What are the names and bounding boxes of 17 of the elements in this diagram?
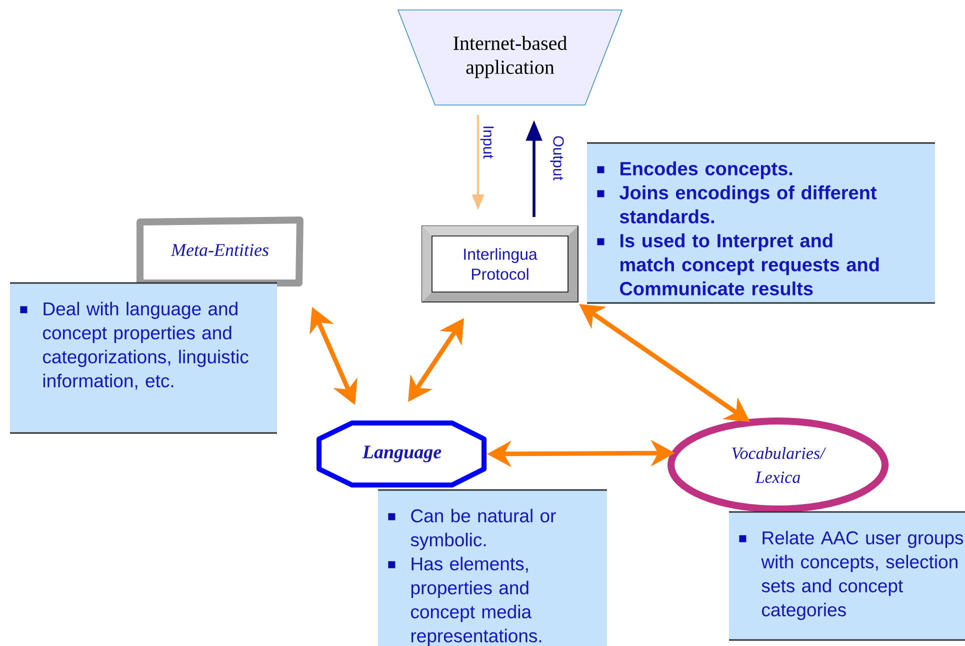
bullet-item: Joins encodings of different standards. xyxy=(597,185,877,224)
note-box xyxy=(729,511,965,641)
octagon-frame: Language xyxy=(316,420,486,488)
bullet-item: Relate AAC user groups with concepts, selection sets and concept categories xyxy=(739,530,964,620)
bullet-item: Deal with language and concept properties and categorizations, linguistic information, etc. xyxy=(20,302,248,390)
note-box xyxy=(378,489,607,646)
protocol-box: Interlingua Protocol xyxy=(422,226,578,302)
edge-label: Output xyxy=(550,136,564,180)
bullet-item: Encodes concepts. xyxy=(597,161,792,180)
note-box xyxy=(10,282,277,434)
bullet-item: Can be natural or symbolic. xyxy=(388,508,556,550)
bullet-item: Has elements, properties and concept media representations. xyxy=(388,556,542,646)
edge-label: Input xyxy=(480,126,494,159)
label-frame: Meta-Entities xyxy=(136,216,304,286)
note-box xyxy=(587,142,936,304)
bullet-item: Is used to Interpret and match concept requests and Communicate results xyxy=(597,233,879,296)
oval-frame: Vocabularies/ Lexica xyxy=(668,418,888,512)
